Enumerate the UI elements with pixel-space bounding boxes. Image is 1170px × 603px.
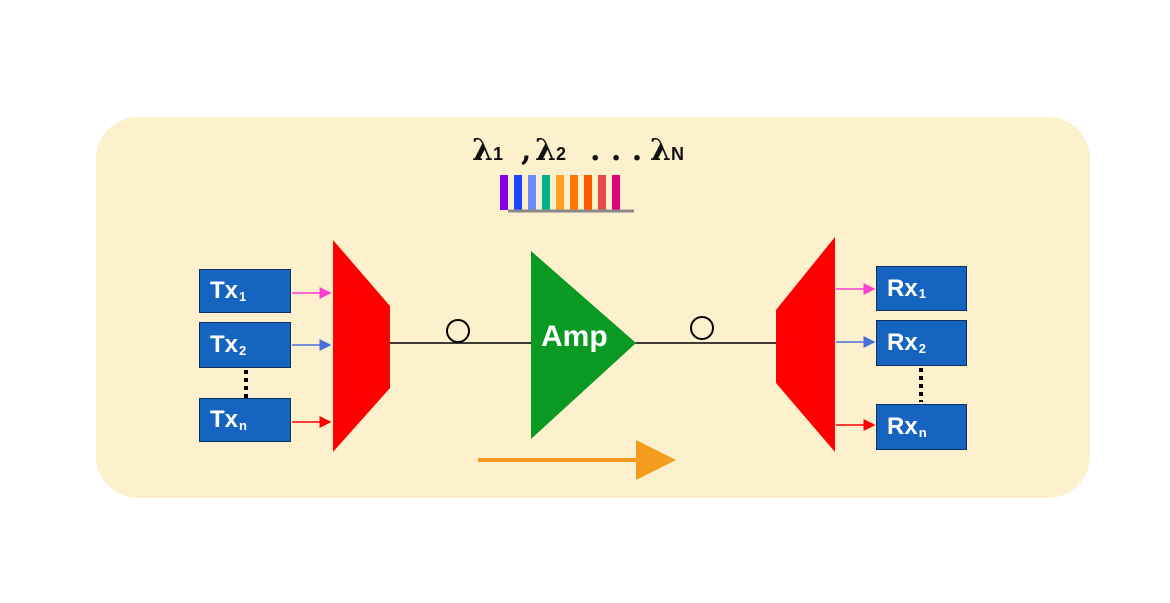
spectrum-bar xyxy=(556,175,564,210)
spectrum-bar xyxy=(584,175,592,210)
spectrum-bar xyxy=(598,175,606,210)
wavelength-label-1: λ1 xyxy=(472,133,504,168)
spectrum-bar xyxy=(612,175,620,210)
spectrum-bar xyxy=(514,175,522,210)
wavelength-spectrum xyxy=(500,175,620,210)
fiber-spool-icon-1 xyxy=(446,319,470,343)
spectrum-bar xyxy=(570,175,578,210)
demultiplexer xyxy=(776,237,835,452)
wavelength-comma: , xyxy=(521,133,532,168)
wavelength-label-n: λN xyxy=(650,133,685,168)
wavelength-ellipsis: . . . xyxy=(590,133,643,168)
spectrum-bar xyxy=(542,175,550,210)
fiber-spool-icon-2 xyxy=(690,316,714,340)
spectrum-bar xyxy=(500,175,508,210)
multiplexer xyxy=(333,240,390,452)
amplifier-label: Amp xyxy=(541,320,608,353)
spectrum-bar xyxy=(528,175,536,210)
wavelength-label-2: λ2 xyxy=(535,133,567,168)
amplifier-triangle xyxy=(531,251,636,439)
